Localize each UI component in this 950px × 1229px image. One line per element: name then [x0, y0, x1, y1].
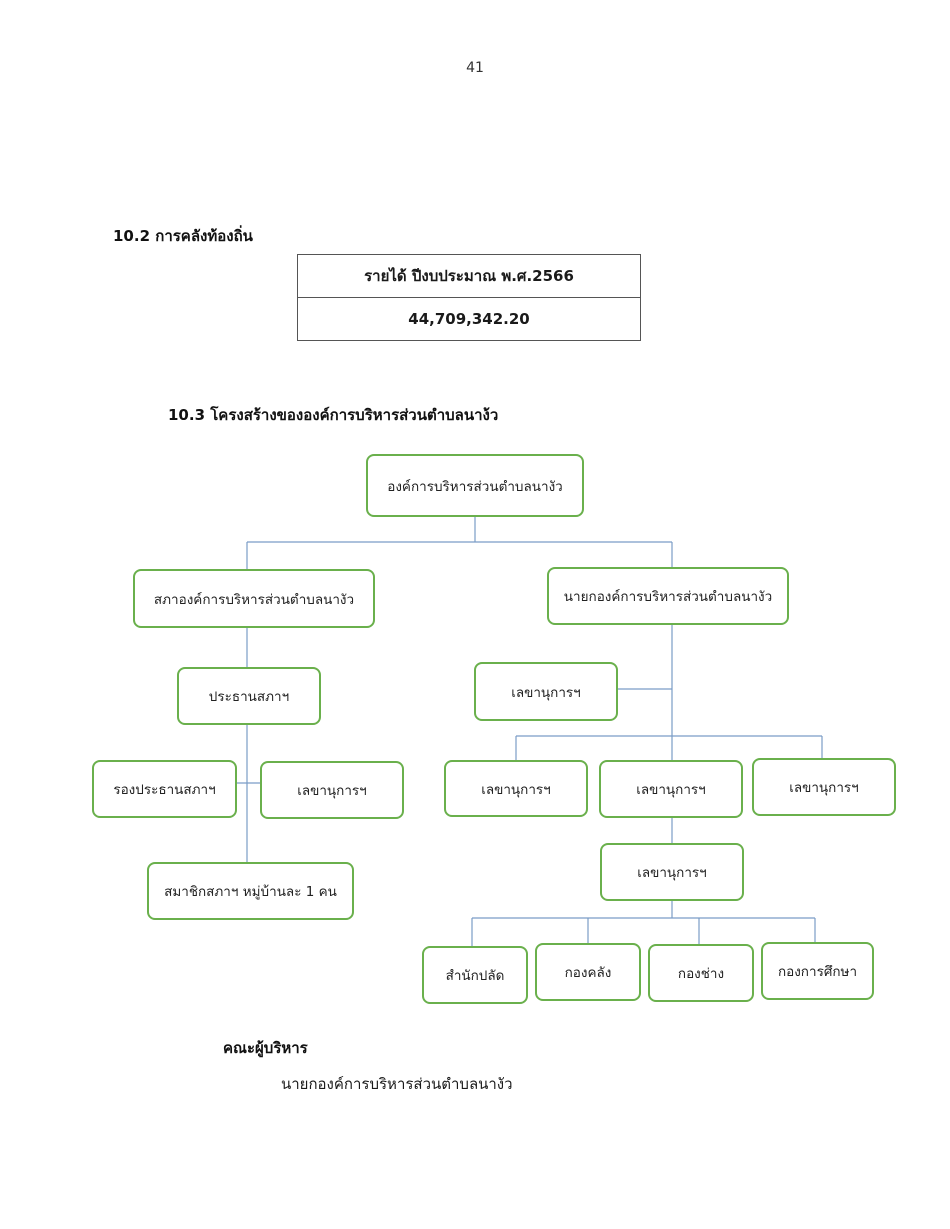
structure-heading: 10.3 โครงสร้างขององค์การบริหารส่วนตำบลนา…: [168, 406, 499, 424]
org-council-president-box: ประธานสภาฯ: [177, 667, 321, 725]
budget-table-header-row: รายได้ ปีงบประมาณ พ.ศ.2566: [297, 254, 641, 298]
org-council-box: สภาองค์การบริหารส่วนตำบลนางัว: [133, 569, 375, 628]
org-dept-education-box: กองการศึกษา: [761, 942, 874, 1000]
budget-table-value-row: 44,709,342.20: [297, 297, 641, 341]
executives-heading: คณะผู้บริหาร: [223, 1039, 308, 1057]
org-mayor-box: นายกองค์การบริหารส่วนตำบลนางัว: [547, 567, 789, 625]
page-number: 41: [466, 60, 484, 76]
org-dept-office-box: สำนักปลัด: [422, 946, 528, 1004]
finance-heading: 10.2 การคลังท้องถิ่น: [113, 227, 253, 245]
executives-line-1: นายกองค์การบริหารส่วนตำบลนางัว: [281, 1075, 513, 1093]
org-dept-engineering-box: กองช่าง: [648, 944, 754, 1002]
org-council-secretary-box: เลขานุการฯ: [260, 761, 404, 819]
org-council-members-box: สมาชิกสภาฯ หมู่บ้านละ 1 คน: [147, 862, 354, 920]
org-mayor-secretary-box: เลขานุการฯ: [474, 662, 618, 721]
org-chief-box: เลขานุการฯ: [600, 843, 744, 901]
org-root-box: องค์การบริหารส่วนตำบลนางัว: [366, 454, 584, 517]
org-council-vice-president-box: รองประธานสภาฯ: [92, 760, 237, 818]
budget-table-header: รายได้ ปีงบประมาณ พ.ศ.2566: [297, 254, 641, 298]
org-sub-right-box: เลขานุการฯ: [752, 758, 896, 816]
budget-table: รายได้ ปีงบประมาณ พ.ศ.2566 44,709,342.20: [297, 254, 641, 341]
org-sub-center-box: เลขานุการฯ: [599, 760, 743, 818]
org-sub-left-box: เลขานุการฯ: [444, 760, 588, 817]
org-dept-finance-box: กองคลัง: [535, 943, 641, 1001]
budget-table-value: 44,709,342.20: [297, 297, 641, 341]
